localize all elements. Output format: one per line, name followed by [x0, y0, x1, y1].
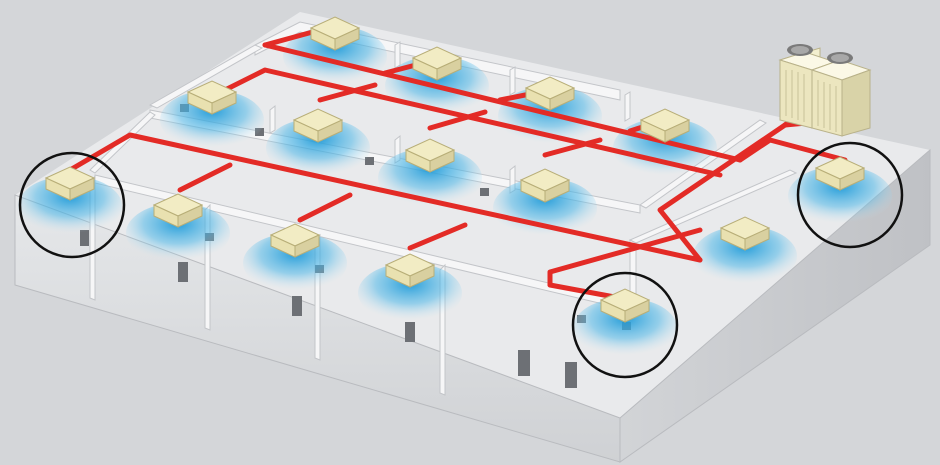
outdoor-units: [780, 44, 870, 136]
